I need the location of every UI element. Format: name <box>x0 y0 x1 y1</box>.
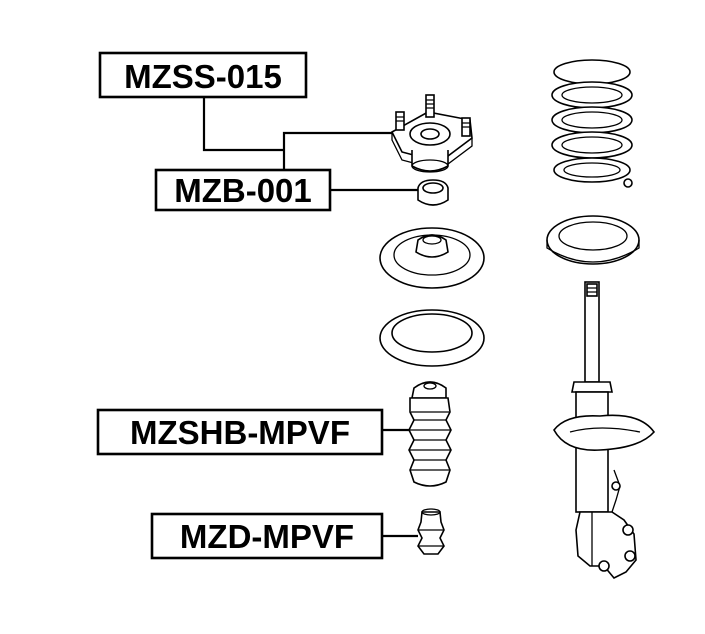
label-top-mount-text: MZSS-015 <box>124 58 282 95</box>
label-bump-stop: MZD-MPVF <box>150 512 384 560</box>
leader-top-mount <box>202 95 284 152</box>
shock-absorber <box>553 281 656 579</box>
spring-insulator-ring <box>379 309 485 367</box>
lower-spring-seat <box>546 215 640 265</box>
leader-lines <box>202 95 420 538</box>
dust-boot <box>408 381 452 487</box>
leader-bearing <box>282 131 392 175</box>
bump-stop <box>417 508 445 555</box>
label-top-mount: MZSS-015 <box>98 51 308 99</box>
label-bump-stop-text: MZD-MPVF <box>180 518 354 555</box>
label-boot: MZSHB-MPVF <box>96 408 384 456</box>
bearing-washer <box>417 179 449 206</box>
label-boot-text: MZSHB-MPVF <box>130 414 350 451</box>
label-bearing-text: MZB-001 <box>174 172 312 209</box>
label-bearing: MZB-001 <box>154 168 332 212</box>
strut-top-mount <box>390 94 473 173</box>
coil-spring <box>551 59 633 188</box>
upper-spring-seat <box>379 227 485 289</box>
